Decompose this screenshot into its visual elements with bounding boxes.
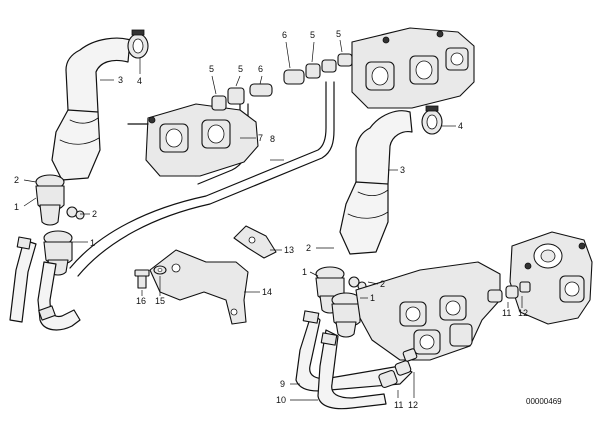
callout-3-right: 3 xyxy=(400,165,405,175)
engine-block-far-right xyxy=(509,231,593,325)
callout-11-lower: 11 xyxy=(394,400,403,410)
callout-10: 10 xyxy=(276,395,286,405)
callout-16: 16 xyxy=(136,296,146,306)
callout-5-c: 5 xyxy=(310,30,315,40)
callout-12-lower: 12 xyxy=(408,400,418,410)
cylinder-head-upper-right xyxy=(351,27,475,109)
left-lower-hoses xyxy=(9,236,81,331)
heater-valve-right-lower xyxy=(331,292,361,338)
cylinder-head-upper-middle xyxy=(127,103,259,177)
hose-clamp-right xyxy=(421,105,443,135)
callout-6-a: 6 xyxy=(258,64,263,74)
callout-5-b: 5 xyxy=(238,64,243,74)
callout-3-upper: 3 xyxy=(118,75,123,85)
callout-9: 9 xyxy=(280,379,285,389)
bracket-14 xyxy=(149,249,249,325)
callout-13: 13 xyxy=(284,245,294,255)
callout-2-right-lower: 2 xyxy=(380,279,385,289)
callout-8: 8 xyxy=(270,134,275,144)
bracket-13 xyxy=(233,225,277,259)
callout-6-b: 6 xyxy=(282,30,287,40)
callout-2-left-lower: 2 xyxy=(92,209,97,219)
heater-valve-left-upper xyxy=(35,174,85,226)
lower-right-manifold xyxy=(355,261,501,361)
fitting-11-12-upper xyxy=(487,281,531,303)
callout-12-upper: 12 xyxy=(518,308,528,318)
hose-clamp-upper xyxy=(127,29,149,59)
diagram-reference-number: 00000469 xyxy=(526,397,562,406)
callout-2-right-upper: 2 xyxy=(306,243,311,253)
fitting-11-12-lower xyxy=(378,348,418,389)
callout-1-left-lower: 1 xyxy=(90,238,95,248)
upper-heater-hose xyxy=(51,37,131,181)
right-heater-hose xyxy=(339,110,413,255)
leader-lines xyxy=(23,39,523,401)
heater-valve-left-lower xyxy=(43,230,73,276)
callout-4-upper: 4 xyxy=(137,76,142,86)
callout-5-d: 5 xyxy=(336,29,341,39)
callout-1-left-upper: 1 xyxy=(14,202,19,212)
callout-labels: 3 4 5 5 6 6 5 5 7 8 2 2 1 1 4 3 13 2 2 1… xyxy=(14,29,528,410)
lower-right-hoses xyxy=(295,310,413,410)
callout-1-right-upper: 1 xyxy=(302,267,307,277)
callout-7: 7 xyxy=(258,133,263,143)
fittings-row-upper xyxy=(211,53,353,111)
callout-5-a: 5 xyxy=(209,64,214,74)
bolt-16 xyxy=(134,269,150,289)
callout-14: 14 xyxy=(262,287,272,297)
washer-15 xyxy=(153,265,167,275)
callout-11-upper: 11 xyxy=(502,308,511,318)
long-pipe-8 xyxy=(69,81,335,277)
callout-1-right-lower: 1 xyxy=(370,293,375,303)
callout-4-right: 4 xyxy=(458,121,463,131)
callout-2-left-upper: 2 xyxy=(14,175,19,185)
callout-15: 15 xyxy=(155,296,165,306)
